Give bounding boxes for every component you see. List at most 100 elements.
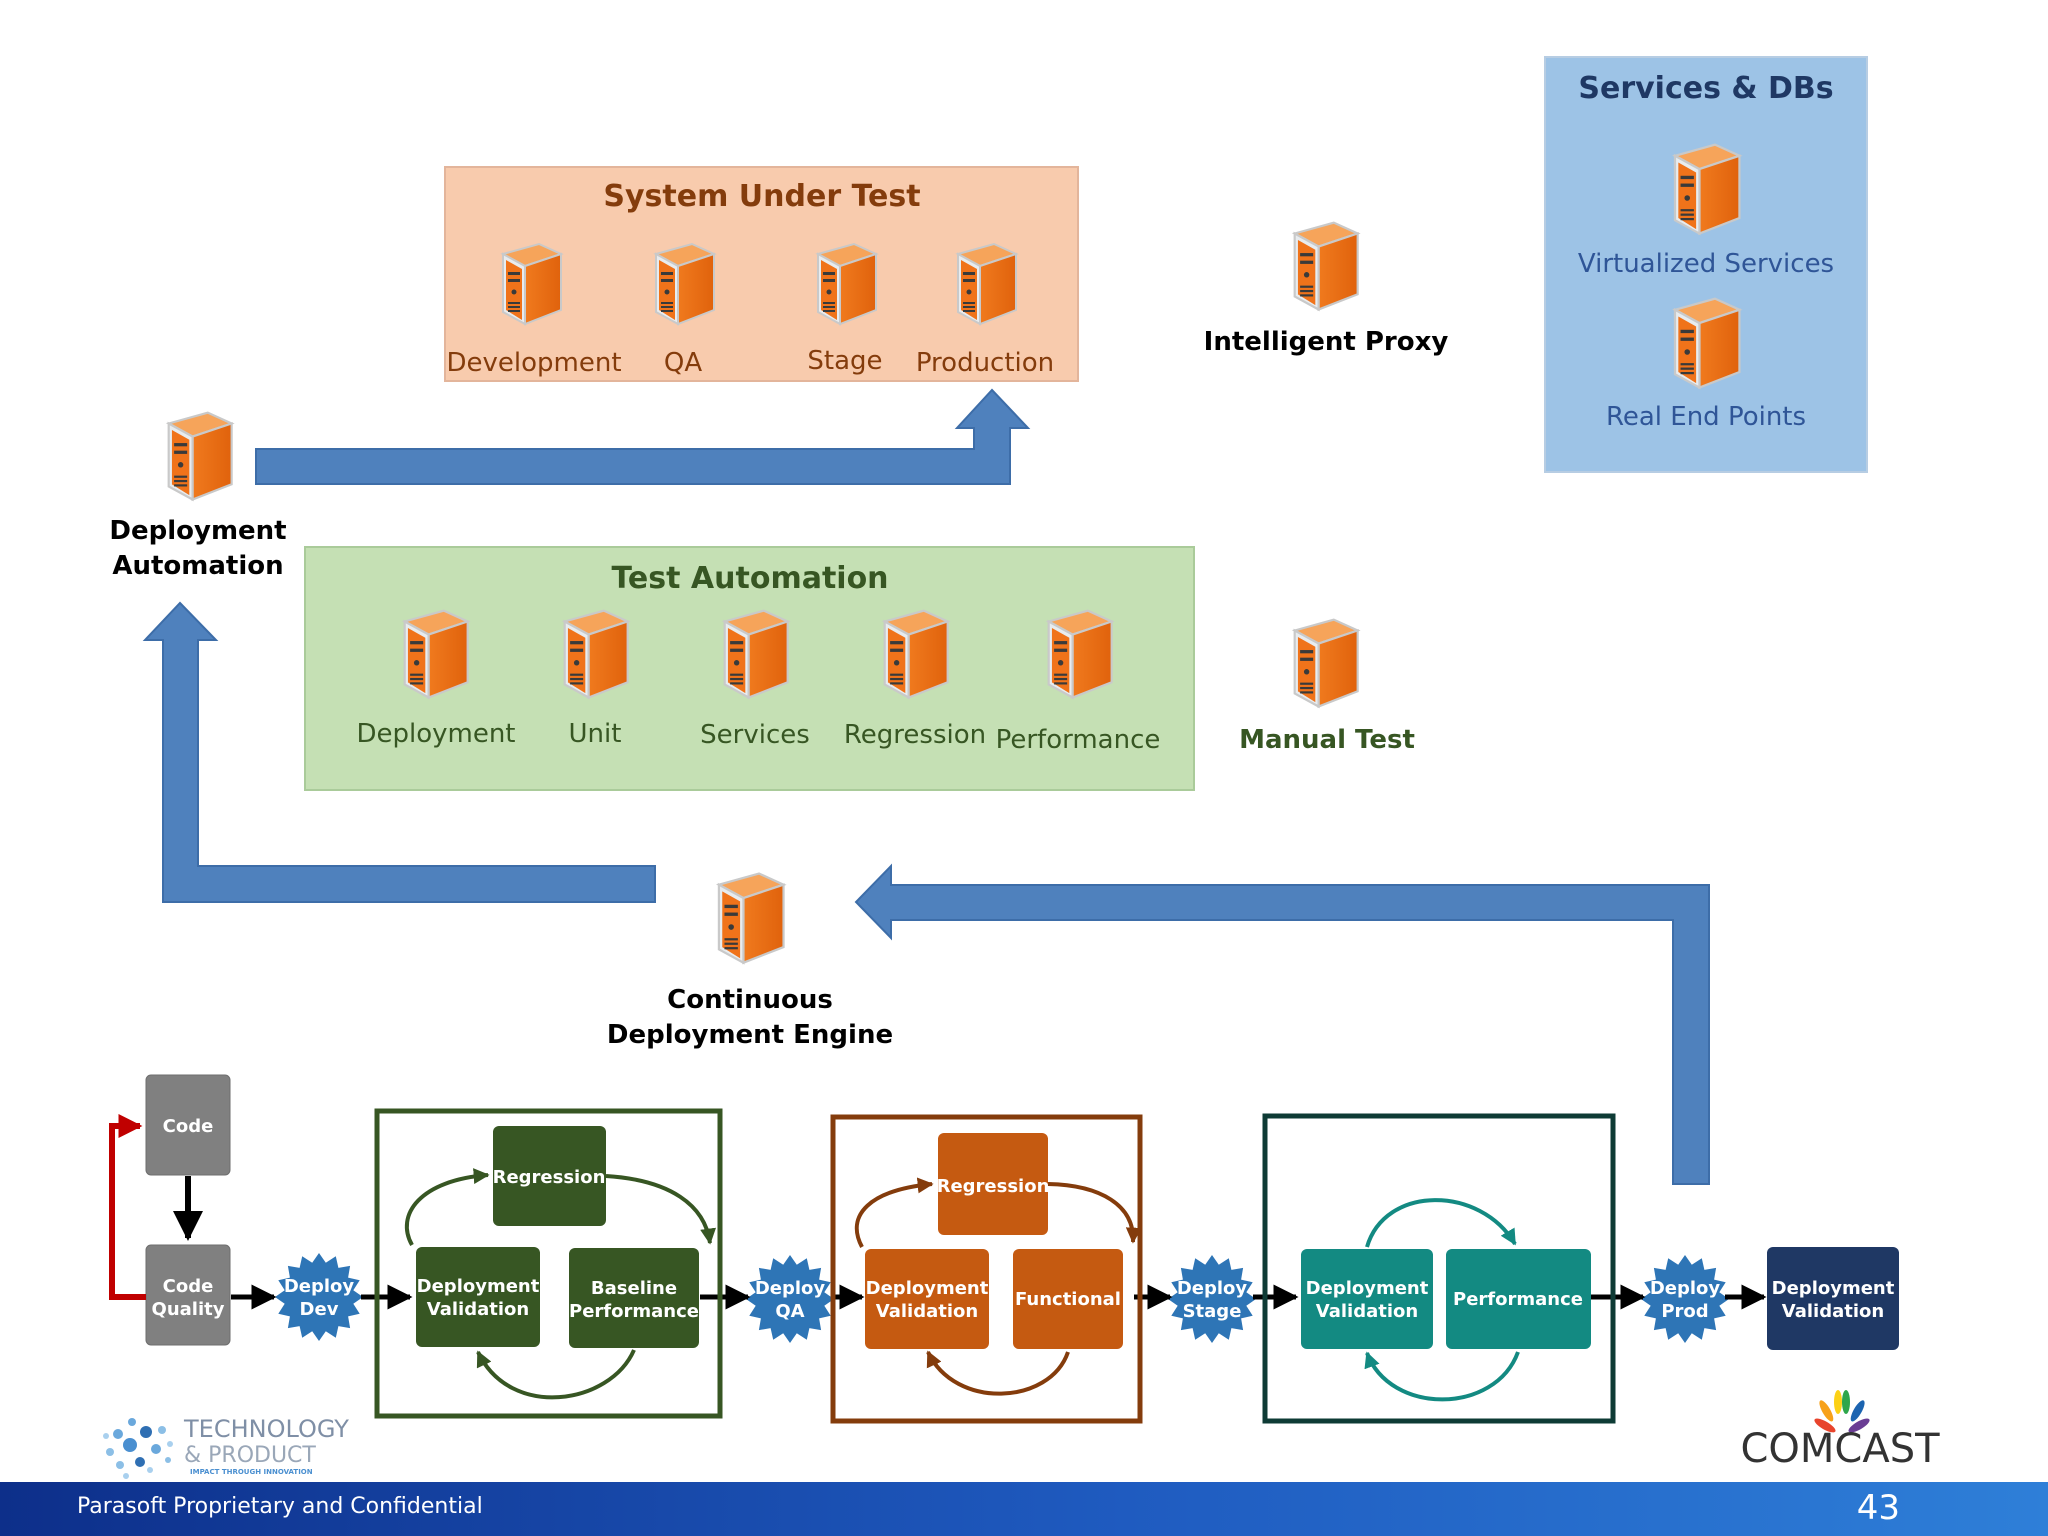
- arrow-quality-loop-back: [109, 1114, 146, 1300]
- dev-stage-box: [374, 1108, 723, 1419]
- deploy-prod-label-1: Deploy: [1650, 1278, 1721, 1299]
- ta-regression-label: Regression: [844, 720, 986, 750]
- virtualized-services-label: Virtualized Services: [1578, 249, 1834, 279]
- tech-logo-line-2: & PRODUCT: [184, 1443, 316, 1468]
- prod-deployment-validation-label-2: Validation: [1782, 1301, 1884, 1322]
- footer-bar: Parasoft Proprietary and Confidential 43: [0, 1482, 2048, 1536]
- ta-performance-label: Performance: [996, 725, 1161, 755]
- manual-test-label: Manual Test: [1239, 725, 1415, 755]
- dev-baseline-performance-node: [569, 1248, 699, 1348]
- qa-functional-node: [1013, 1249, 1123, 1349]
- deployment-automation-server-icon: [167, 411, 233, 501]
- code-quality-label-2: Quality: [152, 1299, 225, 1320]
- qa-regression-label: Regression: [937, 1176, 1050, 1197]
- qa-regression-node: [938, 1133, 1048, 1235]
- stage-performance-node: [1446, 1249, 1591, 1349]
- virtualized-services-server-icon: [1673, 143, 1741, 235]
- stage-deployment-validation-node: [1301, 1249, 1433, 1349]
- qa-stage-box: [830, 1114, 1143, 1424]
- ta-performance-server-icon: [1047, 609, 1113, 699]
- sut-development-server-icon: [501, 242, 563, 326]
- deploy-qa-label-1: Deploy: [755, 1278, 826, 1299]
- tech-logo-tagline: IMPACT THROUGH INNOVATION: [190, 1468, 313, 1476]
- ta-regression-server-icon: [883, 609, 949, 699]
- deployment-automation-label-1: Deployment: [109, 516, 286, 546]
- cde-server-icon: [717, 872, 785, 964]
- deploy-prod-label-2: Prod: [1661, 1301, 1708, 1322]
- sut-stage-server-icon: [816, 242, 878, 326]
- deploy-prod-star: [1641, 1255, 1729, 1343]
- dev-loop-arrow-top-left: [404, 1168, 490, 1246]
- dev-loop-arrow-top-right: [605, 1174, 717, 1245]
- deployment-automation-label-2: Automation: [112, 551, 283, 581]
- dev-regression-node: [493, 1126, 606, 1226]
- comcast-logo: COMCAST: [1740, 1390, 1940, 1472]
- qa-deployment-validation-node: [865, 1249, 989, 1349]
- ta-deployment-server-icon: [403, 609, 469, 699]
- qa-functional-label: Functional: [1015, 1289, 1121, 1310]
- stage-loop-arrow-top: [1365, 1198, 1517, 1248]
- deploy-stage-star: [1168, 1255, 1256, 1343]
- deploy-stage-label-2: Stage: [1183, 1301, 1242, 1322]
- dev-baseline-performance-label-1: Baseline: [591, 1278, 677, 1299]
- ta-services-server-icon: [723, 609, 789, 699]
- sut-production-label: Production: [916, 348, 1054, 378]
- stage-performance-label: Performance: [1453, 1289, 1583, 1310]
- deploy-dev-label-1: Deploy: [284, 1276, 355, 1297]
- ta-unit-label: Unit: [569, 719, 622, 749]
- comcast-wordmark: COMCAST: [1740, 1426, 1940, 1472]
- arrow-prod-to-cde: [854, 863, 1710, 1185]
- dev-deployment-validation-label-1: Deployment: [417, 1276, 540, 1297]
- intelligent-proxy-label: Intelligent Proxy: [1204, 327, 1449, 357]
- sut-qa-label: QA: [664, 348, 702, 378]
- ta-deployment-label: Deployment: [356, 719, 515, 749]
- footer-text: Parasoft Proprietary and Confidential: [77, 1494, 483, 1519]
- sut-stage-label: Stage: [807, 346, 882, 376]
- code-label: Code: [163, 1116, 214, 1137]
- sut-development-label: Development: [446, 348, 621, 378]
- arrow-deployment-to-sut-shape: [255, 388, 1031, 485]
- stage-deployment-validation-label-2: Validation: [1316, 1301, 1418, 1322]
- dev-loop-arrow-bottom: [476, 1349, 636, 1400]
- dev-regression-label: Regression: [493, 1167, 606, 1188]
- prod-deployment-validation-label-1: Deployment: [1772, 1278, 1895, 1299]
- code-node: [145, 1074, 231, 1176]
- dev-deployment-validation-node: [416, 1247, 540, 1347]
- code-quality-label-1: Code: [163, 1276, 214, 1297]
- cde-label-1: Continuous: [667, 985, 833, 1015]
- qa-loop-arrow-bottom: [926, 1350, 1070, 1396]
- prod-deployment-validation-node: [1767, 1247, 1899, 1350]
- page-number: 43: [1856, 1488, 1900, 1528]
- technology-product-swirl-icon: [103, 1418, 173, 1479]
- deploy-dev-star: [275, 1253, 363, 1341]
- real-end-points-server-icon: [1673, 297, 1741, 389]
- technology-product-logo: TECHNOLOGY & PRODUCT IMPACT THROUGH INNO…: [103, 1415, 349, 1479]
- ta-services-label: Services: [700, 720, 810, 750]
- real-end-points-label: Real End Points: [1606, 402, 1806, 432]
- deploy-stage-label-1: Deploy: [1177, 1278, 1248, 1299]
- qa-loop-arrow-top-right: [1047, 1182, 1142, 1244]
- cde-label-2: Deployment Engine: [607, 1020, 893, 1050]
- stage-stage-box: [1262, 1113, 1616, 1424]
- deploy-dev-label-2: Dev: [300, 1299, 339, 1320]
- stage-loop-arrow-bottom: [1364, 1351, 1520, 1402]
- test-automation-title: Test Automation: [611, 561, 888, 596]
- services-dbs-box: [1544, 56, 1868, 473]
- qa-deployment-validation-label-1: Deployment: [866, 1278, 989, 1299]
- sut-production-server-icon: [956, 242, 1018, 326]
- services-dbs-title: Services & DBs: [1578, 71, 1833, 106]
- deploy-qa-label-2: QA: [775, 1301, 804, 1322]
- dev-baseline-performance-label-2: Performance: [569, 1301, 699, 1322]
- dev-deployment-validation-label-2: Validation: [427, 1299, 529, 1320]
- intelligent-proxy-server-icon: [1293, 221, 1359, 311]
- manual-test-server-icon: [1293, 618, 1359, 708]
- deploy-qa-star: [746, 1255, 834, 1343]
- arrow-cde-to-deployment-automation: [142, 601, 656, 903]
- system-under-test-title: System Under Test: [603, 179, 920, 214]
- qa-loop-arrow-top-left: [854, 1177, 934, 1248]
- ta-unit-server-icon: [563, 609, 629, 699]
- stage-deployment-validation-label-1: Deployment: [1306, 1278, 1429, 1299]
- qa-deployment-validation-label-2: Validation: [876, 1301, 978, 1322]
